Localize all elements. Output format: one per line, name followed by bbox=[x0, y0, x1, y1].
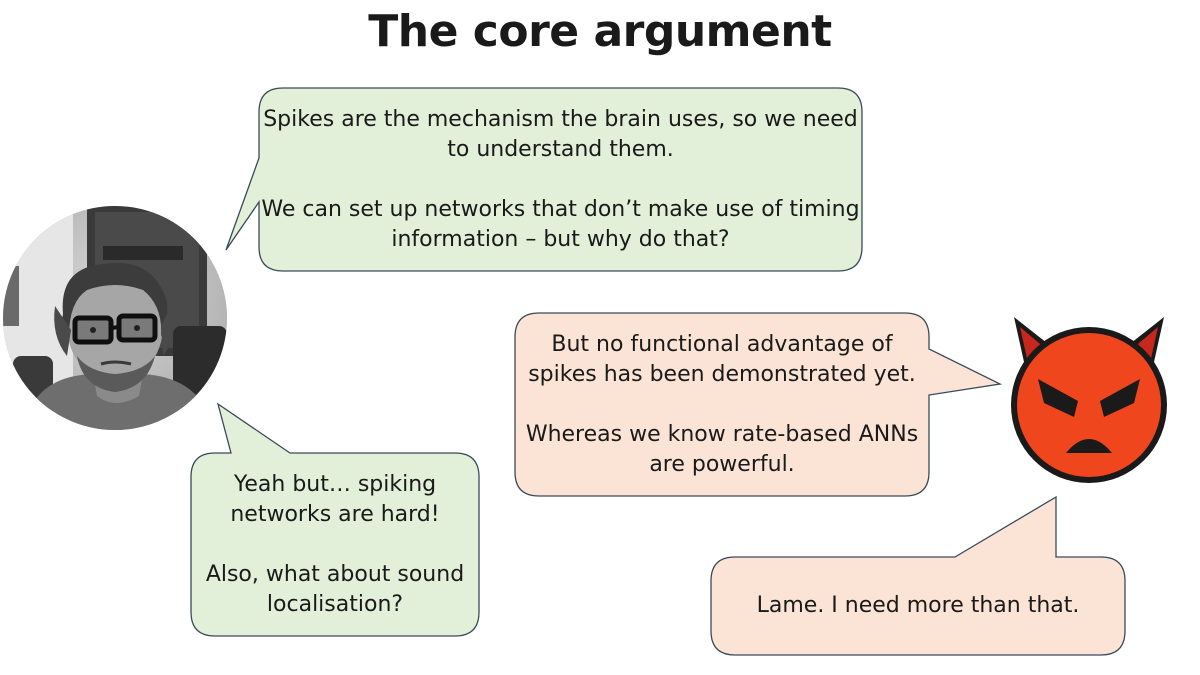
devil-reply-bubble-line: Lame. I need more than that. bbox=[756, 593, 1080, 618]
devil-main-bubble-line: Whereas we know rate-based ANNs bbox=[525, 421, 919, 447]
top-bubble-line: Spikes are the mechanism the brain uses,… bbox=[263, 106, 858, 132]
devil-main-bubble-line: are powerful. bbox=[649, 451, 795, 477]
devil-main-bubble-line: But no functional advantage of bbox=[551, 331, 893, 357]
bottom-left-bubble-text: Yeah but… spiking networks are hard! Als… bbox=[191, 453, 479, 636]
devil-main-bubble-line: spikes has been demonstrated yet. bbox=[528, 361, 916, 387]
bottom-left-bubble-line: Yeah but… spiking bbox=[233, 471, 437, 497]
top-bubble-text: Spikes are the mechanism the brain uses,… bbox=[259, 88, 862, 271]
bottom-left-bubble-shape bbox=[190, 402, 480, 637]
bottom-left-bubble-line: Also, what about sound bbox=[205, 561, 465, 587]
devil-reply-bubble-text: Lame. I need more than that. bbox=[711, 557, 1125, 655]
angry-devil-icon bbox=[1011, 317, 1167, 483]
devil-main-bubble-text: But no functional advantage of spikes ha… bbox=[515, 313, 929, 496]
devil-reply-bubble-shape bbox=[710, 495, 1126, 656]
devil-main-bubble-shape bbox=[514, 312, 1003, 497]
bottom-left-bubble-line: localisation? bbox=[266, 591, 404, 617]
top-bubble-line: to understand them. bbox=[447, 136, 674, 162]
top-bubble-line: information – but why do that? bbox=[391, 226, 730, 252]
top-bubble-shape bbox=[225, 87, 863, 272]
speaker-photo bbox=[3, 206, 227, 430]
bottom-left-bubble-line: networks are hard! bbox=[230, 501, 440, 527]
top-bubble-line: We can set up networks that don’t make u… bbox=[261, 196, 860, 222]
slide-title: The core argument bbox=[368, 6, 832, 57]
